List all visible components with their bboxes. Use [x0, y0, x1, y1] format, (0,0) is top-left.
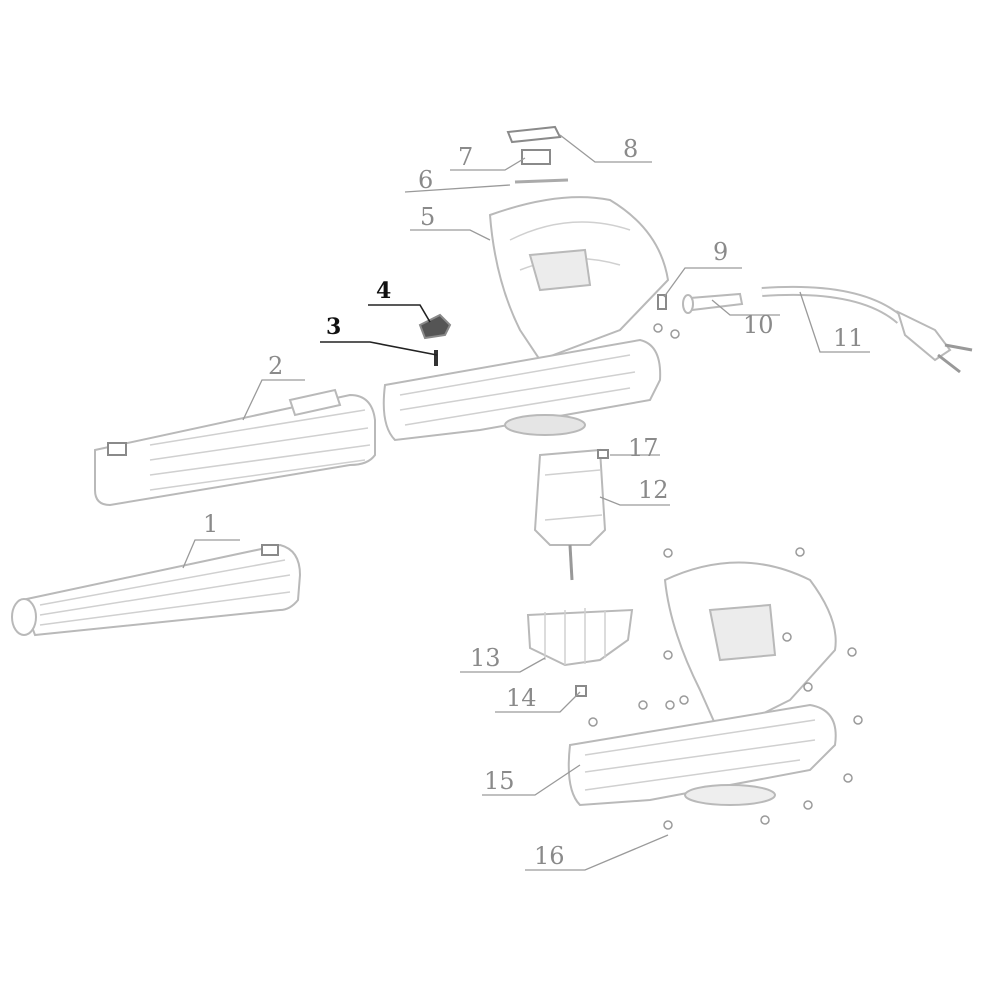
part-17-brush: [597, 449, 609, 459]
part-2-tube: [94, 388, 376, 507]
label-2: 2: [268, 352, 283, 380]
part-3-spring: [434, 350, 438, 366]
label-17: 17: [628, 434, 659, 462]
label-13: 13: [470, 644, 501, 672]
part-1-nozzle: [11, 543, 302, 637]
part-14-nut: [575, 685, 587, 697]
label-10: 10: [743, 311, 774, 339]
part-8-latch: [506, 125, 562, 144]
part-labels: 1 2 3 4 5 6 7 8 9 10 11 12 13 14 15 16 1…: [203, 135, 864, 870]
label-12: 12: [638, 476, 669, 504]
part-12-motor: [533, 448, 607, 581]
label-15: 15: [484, 767, 515, 795]
part-6-pin: [514, 178, 569, 184]
part-9-clamp: [653, 294, 680, 339]
part-7-clip: [521, 149, 551, 165]
part-13-fan: [526, 608, 634, 667]
label-6: 6: [418, 166, 433, 194]
label-5: 5: [420, 203, 435, 231]
label-3: 3: [326, 314, 341, 340]
label-11: 11: [833, 324, 864, 352]
part-15-lower-housing: [567, 561, 837, 807]
leader-lines: [182, 134, 870, 871]
label-4: 4: [376, 278, 391, 304]
label-14: 14: [506, 684, 537, 712]
screws-16: [588, 547, 863, 830]
label-8: 8: [623, 135, 638, 163]
part-10-cord-guard: [682, 292, 744, 314]
part-11-power-cord: [761, 285, 973, 374]
label-9: 9: [713, 238, 728, 266]
part-5-upper-housing: [382, 196, 670, 442]
label-16: 16: [534, 842, 565, 870]
part-4-switch: [418, 313, 452, 340]
label-7: 7: [458, 143, 473, 171]
label-1: 1: [203, 510, 218, 538]
